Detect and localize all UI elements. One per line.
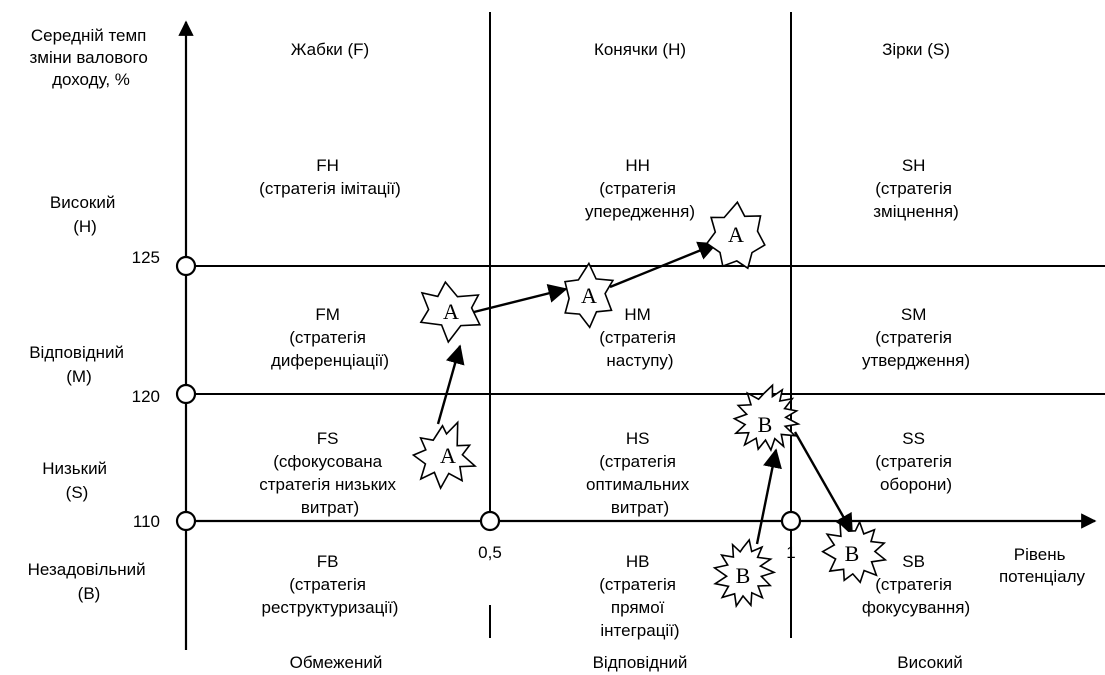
cell-sm: SM (стратегія утвердження) <box>862 305 970 370</box>
marker-a-fm: A <box>419 280 482 344</box>
marker-a-fs: A <box>411 420 478 490</box>
arrow-b1-to-b2 <box>755 448 782 545</box>
cell-sb: SB (стратегія фокусування) <box>862 552 970 617</box>
arrow-a2-to-a3 <box>469 283 568 315</box>
marker-a-hh: A <box>705 200 766 270</box>
cell-hs: HS (стратегія оптимальних витрат) <box>586 429 694 517</box>
svg-text:A: A <box>440 443 456 468</box>
cell-sh: SH (стратегія зміцнення) <box>873 156 958 221</box>
arrow-a3-to-a4 <box>609 241 718 289</box>
node-125 <box>175 255 197 277</box>
y-level-low: Низький (S) <box>42 459 112 502</box>
cell-fb: FB (стратегія реструктуризації) <box>262 552 399 617</box>
y-level-high: Високий (H) <box>50 193 120 236</box>
y-tick-125: 125 <box>132 248 160 267</box>
marker-b-sb: B <box>821 519 888 584</box>
cell-fh: FH (стратегія імітації) <box>259 156 401 198</box>
svg-text:A: A <box>581 283 597 308</box>
svg-text:A: A <box>443 299 459 324</box>
svg-text:A: A <box>728 222 744 247</box>
svg-text:B: B <box>758 412 773 437</box>
cell-fm: FM (стратегія диференціації) <box>271 305 389 370</box>
node-1 <box>780 510 802 532</box>
y-level-unsatisfactory: Незадовільний (B) <box>28 560 151 603</box>
node-120 <box>175 383 197 405</box>
x-axis-title: Рівень потенціалу <box>999 545 1086 586</box>
x-tick-0-5: 0,5 <box>478 543 502 562</box>
column-header-stars: Зірки (S) <box>882 40 950 59</box>
cell-hm: HM (стратегія наступу) <box>599 305 680 370</box>
y-tick-110: 110 <box>133 512 160 531</box>
marker-b-hb: B <box>712 538 777 609</box>
x-level-high: Високий <box>897 653 962 672</box>
arrow-b2-to-b3 <box>793 431 854 534</box>
column-header-horses: Конячки (H) <box>594 40 686 59</box>
x-level-adequate: Відповідний <box>593 653 688 672</box>
svg-text:B: B <box>736 563 751 588</box>
node-110 <box>175 510 197 532</box>
marker-b-hs: B <box>732 383 801 452</box>
node-0-5 <box>479 510 501 532</box>
y-axis-title: Середній темп зміни валового доходу, % <box>29 26 152 89</box>
cell-hb: HB (стратегія прямої інтеграції) <box>599 552 680 640</box>
y-tick-120: 120 <box>132 387 160 406</box>
x-level-limited: Обмежений <box>290 653 383 672</box>
column-header-frogs: Жабки (F) <box>291 40 369 59</box>
cell-ss: SS (стратегія оборони) <box>875 429 956 494</box>
cell-hh: HH (стратегія упередження) <box>585 156 695 221</box>
x-tick-1: 1 <box>786 543 795 562</box>
marker-a-hm: A <box>564 261 615 329</box>
svg-text:B: B <box>845 541 860 566</box>
y-level-medium: Відповідний (M) <box>29 343 129 386</box>
cell-fs: FS (сфокусована стратегія низьких витрат… <box>259 429 400 517</box>
arrow-a1-to-a2 <box>436 344 465 425</box>
